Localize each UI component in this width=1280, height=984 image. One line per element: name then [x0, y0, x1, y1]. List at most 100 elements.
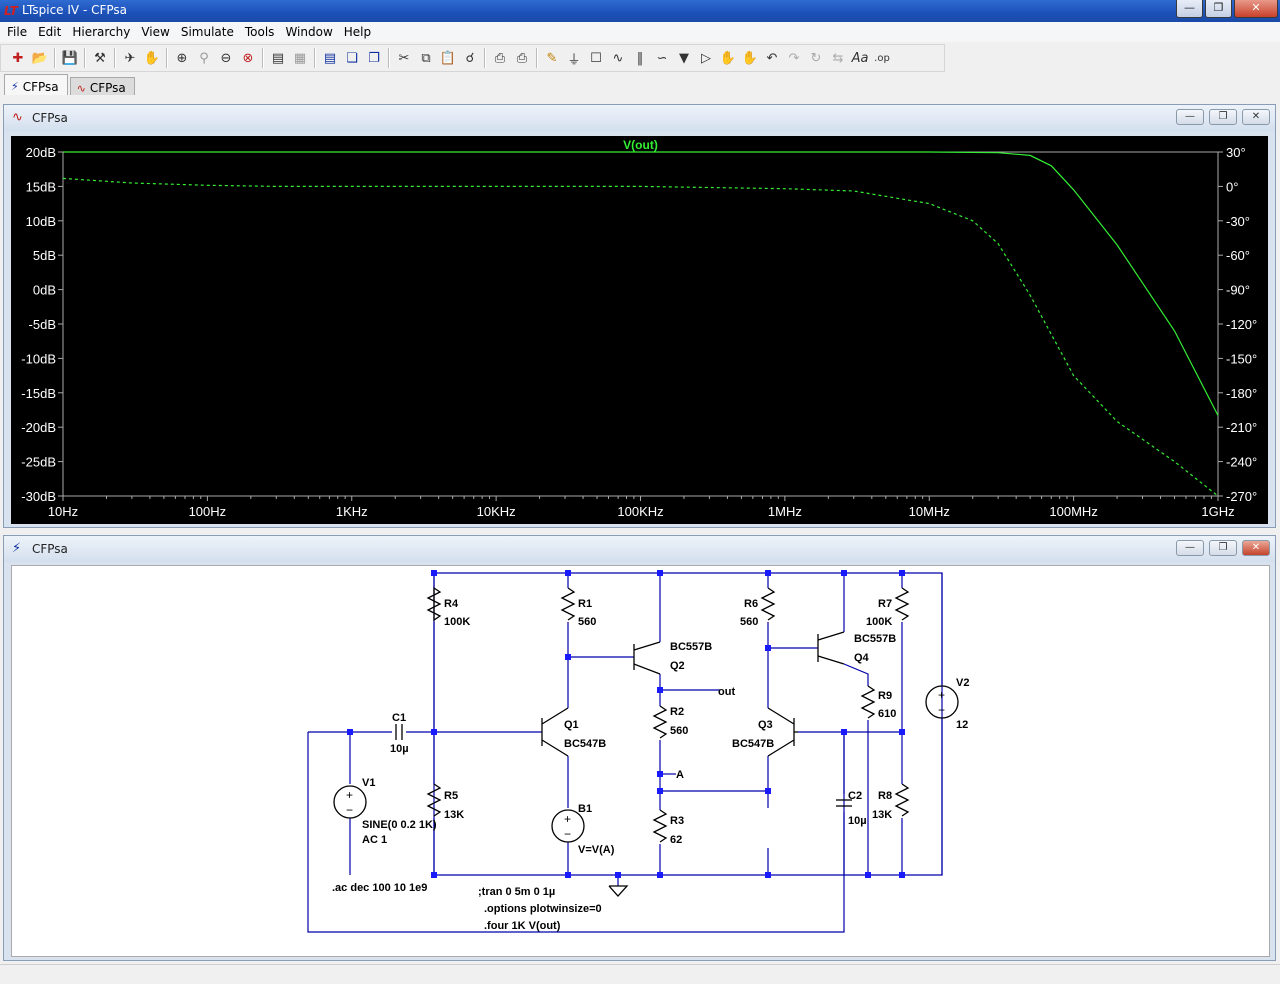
component-symbols	[333, 586, 959, 897]
diode-icon[interactable]: ▼	[679, 50, 689, 66]
transistor-q4-collector	[817, 655, 845, 665]
x-tick-label: 10MHz	[909, 504, 950, 519]
q4-name: Q4	[854, 652, 870, 664]
paste-icon[interactable]: 📋	[439, 50, 457, 66]
drag-icon[interactable]: ✋	[741, 50, 759, 66]
rotate-icon[interactable]: ↻	[810, 50, 822, 66]
menu-simulate[interactable]: Simulate	[180, 25, 234, 39]
inductor-icon[interactable]: ∽	[656, 50, 668, 66]
net-label-out[interactable]: out	[718, 686, 735, 698]
move-icon[interactable]: ✋	[719, 50, 737, 66]
halt-icon[interactable]: ✋	[143, 50, 161, 66]
print-setup-icon[interactable]: ⎙	[494, 50, 506, 66]
zoom-out-icon[interactable]: ⊖	[220, 50, 232, 66]
junction-dot	[899, 729, 905, 735]
zoom-in-icon[interactable]: ⊕	[176, 50, 188, 66]
menu-file[interactable]: File	[7, 25, 28, 39]
ground-icon[interactable]: ⏚	[567, 52, 581, 68]
run-icon[interactable]: ✈	[124, 50, 136, 66]
four-directive[interactable]: .four 1K V(out)	[484, 920, 561, 932]
bode-plot: 20dB15dB10dB5dB0dB-5dB-10dB-15dB-20dB-25…	[21, 138, 1257, 519]
cascade-icon[interactable]: ❏	[346, 50, 358, 66]
schematic-window-title: CFPsa	[32, 542, 68, 556]
zoom-pan-icon[interactable]: ⚲	[199, 50, 209, 66]
capacitor-icon[interactable]: ‖	[636, 50, 644, 66]
y-tick-label-left: -10dB	[21, 351, 56, 366]
minimize-button[interactable]: —	[1176, 109, 1204, 125]
trace-label[interactable]: V(out)	[623, 138, 658, 152]
r8-name: R8	[878, 790, 892, 802]
menu-window[interactable]: Window	[285, 25, 333, 39]
copy-icon[interactable]: ⧉	[421, 50, 431, 66]
tran-directive[interactable]: ;tran 0 5m 0 1µ	[478, 886, 555, 898]
x-tick-label: 10KHz	[477, 504, 516, 519]
y-tick-label-left: -25dB	[21, 455, 56, 470]
y-tick-label-right: -60°	[1226, 248, 1250, 263]
junction-dot	[657, 687, 663, 693]
close-button[interactable]: ✕	[1234, 0, 1278, 18]
minus-sign: −	[346, 803, 353, 817]
transistor-q2-collector	[633, 663, 661, 675]
spice-directive-icon[interactable]: .op	[874, 52, 890, 64]
wire	[843, 663, 869, 686]
tab-schematic[interactable]: ⚡ CFPsa	[4, 74, 68, 95]
junction-dot	[765, 872, 771, 878]
tile-horizontal-icon[interactable]: ▤	[323, 50, 337, 66]
find-icon[interactable]: ☌	[465, 50, 475, 66]
maximize-button[interactable]: ❐	[1209, 540, 1237, 556]
ground-icon	[608, 885, 629, 897]
menu-tools[interactable]: Tools	[244, 25, 275, 39]
new-schematic-icon[interactable]: ✚	[12, 50, 24, 66]
tab-waveform[interactable]: ∿ CFPsa	[69, 77, 135, 95]
resistor-icon[interactable]: ∿	[612, 50, 624, 66]
options-directive[interactable]: .options plotwinsize=0	[484, 903, 602, 915]
print-icon[interactable]: ⎙	[516, 50, 528, 66]
close-button[interactable]: ✕	[1242, 540, 1270, 556]
save-icon[interactable]: 💾	[61, 50, 79, 66]
menu-view[interactable]: View	[141, 25, 170, 39]
close-button[interactable]: ✕	[1242, 109, 1270, 125]
draw-wire-icon[interactable]: ✎	[546, 50, 558, 66]
autorange-icon[interactable]: ▤	[271, 50, 285, 66]
schematic-drawing: + − + − + −	[307, 570, 969, 933]
schematic-canvas[interactable]: + − + − + −	[11, 565, 1270, 957]
open-icon[interactable]: 📂	[31, 50, 49, 66]
menu-help[interactable]: Help	[343, 25, 372, 39]
c1-value: 10µ	[390, 743, 409, 755]
tile-vertical-icon[interactable]: ❐	[368, 50, 380, 66]
x-tick-label: 100Hz	[189, 504, 227, 519]
text-icon[interactable]: Aa	[851, 50, 869, 66]
tab-label: CFPsa	[89, 81, 126, 95]
zoom-fit-icon[interactable]: ⊗	[242, 50, 254, 66]
minimize-button[interactable]: —	[1176, 540, 1204, 556]
maximize-button[interactable]: ❐	[1209, 109, 1237, 125]
ac-directive[interactable]: .ac dec 100 10 1e9	[332, 882, 427, 894]
resistor-icon	[894, 783, 910, 817]
label-net-icon[interactable]: ☐	[590, 50, 602, 66]
component-icon[interactable]: ▷	[701, 50, 711, 66]
b1-value: V=V(A)	[578, 844, 615, 856]
window-controls: — ❐ ✕	[1174, 0, 1278, 20]
cut-icon[interactable]: ✂	[398, 50, 410, 66]
x-tick-label: 10Hz	[48, 504, 78, 519]
control-panel-icon[interactable]: ⚒	[94, 50, 106, 66]
redo-icon[interactable]: ↷	[788, 50, 800, 66]
r6-value: 560	[740, 616, 758, 628]
waveform-icon: ∿	[12, 110, 23, 125]
grid-icon[interactable]: ▦	[293, 50, 307, 66]
resistor-icon	[760, 587, 776, 621]
r8-value: 13K	[872, 809, 892, 821]
mirror-icon[interactable]: ⇆	[832, 50, 844, 66]
maximize-button[interactable]: ❐	[1205, 0, 1232, 18]
r9-name: R9	[878, 690, 892, 702]
y-tick-label-left: -30dB	[21, 489, 56, 504]
y-tick-label-left: 20dB	[26, 145, 56, 160]
menu-edit[interactable]: Edit	[38, 25, 62, 39]
menu-hierarchy[interactable]: Hierarchy	[72, 25, 131, 39]
minimize-button[interactable]: —	[1176, 0, 1203, 18]
x-tick-label: 1MHz	[768, 504, 802, 519]
undo-icon[interactable]: ↶	[766, 50, 778, 66]
net-label-a[interactable]: A	[676, 769, 684, 781]
